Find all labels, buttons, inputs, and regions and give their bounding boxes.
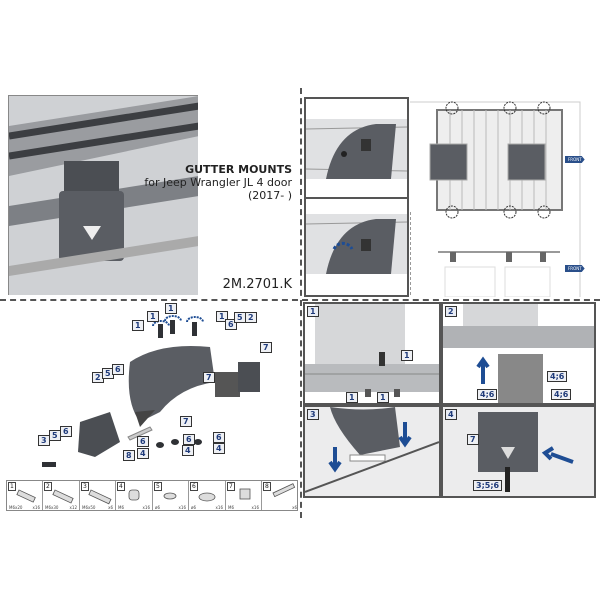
part-size: M6x30: [45, 505, 59, 510]
callout: 2: [245, 312, 257, 323]
callout: 1: [346, 392, 358, 403]
callout: 4: [213, 443, 225, 454]
front-direction-arrow-side: FRONT: [565, 265, 585, 272]
part-icons: [16, 483, 296, 505]
mount-detail-insets: [304, 97, 409, 297]
part-number: 8: [263, 482, 271, 491]
part-qty: x16: [142, 505, 150, 510]
part-qty: x12: [69, 505, 77, 510]
horizontal-fold-line: [0, 299, 600, 301]
callout: 1: [147, 311, 159, 322]
callout: 4;6: [477, 389, 498, 400]
exploded-view: 1 1 1 1 6 5 2 7 7 7 2 5 6 3 5 6 6 4 6 4 …: [20, 302, 280, 472]
callout: 5: [234, 312, 246, 323]
callout: 1: [401, 350, 413, 361]
part-number: 2M.2701.K: [222, 277, 292, 292]
callout: 7: [180, 416, 192, 427]
part-item: 8 x6: [262, 481, 297, 510]
part-number: 7: [227, 482, 235, 491]
part-item: 5 ø6 x16: [153, 481, 189, 510]
callout: 4;6: [547, 371, 568, 382]
callout: 1: [132, 320, 144, 331]
part-number: 5: [154, 482, 162, 491]
callout: 6: [183, 434, 195, 445]
callout: 1: [165, 303, 177, 314]
product-title: GUTTER MOUNTS: [185, 163, 292, 176]
step-4-panel: 4 7 3;5;6: [441, 405, 596, 498]
part-qty: x6: [292, 505, 297, 510]
part-number: 6: [190, 482, 198, 491]
part-number: 2: [44, 482, 52, 491]
part-qty: x16: [251, 505, 259, 510]
part-qty: x16: [32, 505, 40, 510]
product-years: (2017- ): [247, 189, 292, 202]
callout: 6: [213, 432, 225, 443]
callout: 6: [112, 364, 124, 375]
part-number: 1: [8, 482, 16, 491]
callout: 7: [467, 434, 479, 445]
callout: 1: [216, 311, 228, 322]
callout: 4;6: [551, 389, 572, 400]
step-3-panel: 3: [303, 405, 441, 498]
step-1-panel: 1 1 1 1: [303, 302, 441, 405]
front-direction-arrow: FRONT: [565, 156, 585, 163]
vertical-fold-line: [300, 88, 302, 518]
callout: 7: [260, 342, 272, 353]
callout: 8: [123, 450, 135, 461]
vehicle-top-view: FRONT FRONT: [410, 92, 598, 297]
step-number: 4: [445, 409, 457, 420]
part-item: 6 ø6 x16: [189, 481, 226, 510]
step-number: 3: [307, 409, 319, 420]
part-qty: x6: [108, 505, 113, 510]
part-number: 3: [81, 482, 89, 491]
part-size: ø6: [191, 505, 196, 510]
step-number: 2: [445, 306, 457, 317]
step-2-panel: 2 4;6 4;6 4;6: [441, 302, 596, 405]
part-size: M6x20: [9, 505, 23, 510]
part-size: ø6: [155, 505, 160, 510]
part-size: M6: [118, 505, 124, 510]
callout: 3;5;6: [473, 480, 503, 491]
callout: 3: [38, 435, 50, 446]
part-size: M6: [228, 505, 234, 510]
callout: 5: [49, 430, 61, 441]
part-qty: x16: [178, 505, 186, 510]
product-subtitle: for Jeep Wrangler JL 4 door: [144, 176, 292, 189]
callout: 7: [203, 372, 215, 383]
part-size: M6x50: [82, 505, 96, 510]
callout: 4: [182, 445, 194, 456]
rack-mount-illustration: [9, 96, 198, 295]
cover-photo: [8, 95, 198, 295]
callout: 6: [225, 319, 237, 330]
callout: 4: [137, 448, 149, 459]
callout: 1: [377, 392, 389, 403]
part-number: 4: [117, 482, 125, 491]
part-qty: x16: [215, 505, 223, 510]
callout: 6: [137, 436, 149, 447]
step-number: 1: [307, 306, 319, 317]
callout: 6: [60, 426, 72, 437]
